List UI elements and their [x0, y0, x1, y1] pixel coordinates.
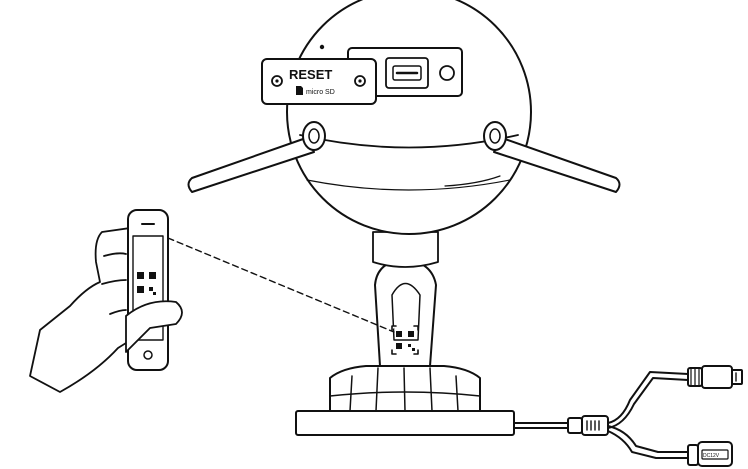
- smartphone: [127, 209, 169, 371]
- camera-stand: [374, 258, 437, 367]
- phone-qr-code-icon: [137, 272, 156, 295]
- thumb: [125, 300, 183, 353]
- qr-code-icon: [391, 325, 419, 355]
- dc-power-connector: [687, 441, 733, 467]
- scan-line: [167, 237, 395, 333]
- antenna-left: [187, 121, 326, 193]
- micro-sd-label: micro SD: [306, 89, 335, 96]
- reset-cover: [261, 58, 377, 105]
- dc-input-label: DC12V: [703, 453, 720, 459]
- power-network-cable: [513, 371, 689, 459]
- network-connector: [687, 365, 743, 389]
- hand: [29, 227, 135, 393]
- antenna-right: [483, 121, 621, 193]
- camera-base: [295, 365, 515, 436]
- sd-card-icon: [296, 86, 303, 95]
- reset-label: RESET: [289, 67, 332, 82]
